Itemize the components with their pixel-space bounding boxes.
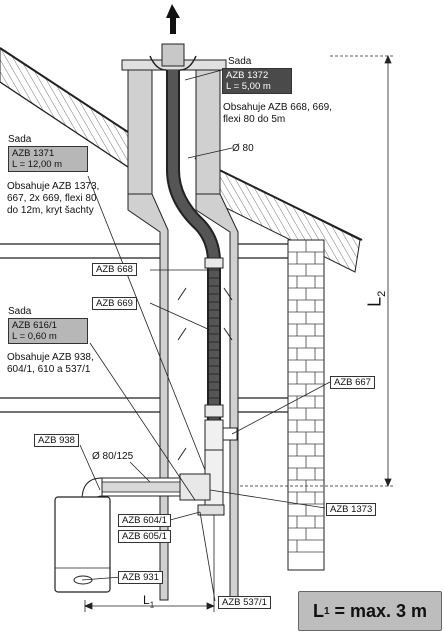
diameter-80-label: Ø 80 <box>232 143 254 154</box>
kit-top-contents: Obsahuje AZB 668, 669, flexi 80 do 5m <box>223 102 332 126</box>
label-azb-1373: AZB 1373 <box>326 503 377 516</box>
label-azb-669: AZB 669 <box>92 297 137 310</box>
kit-left-length: L = 12,00 m <box>12 159 63 170</box>
brick-wall <box>287 239 325 571</box>
max-length-value: = max. 3 m <box>329 600 428 621</box>
kit-left-contents: Obsahuje AZB 1373, 667, 2x 669, flexi 80… <box>7 181 99 217</box>
max-length-subscript: 1 <box>323 605 330 617</box>
kit-top-contents-line: Obsahuje AZB 668, 669, <box>223 102 332 113</box>
kit-mid-contents: Obsahuje AZB 938, 604/1, 610 a 537/1 <box>7 352 94 376</box>
l2-label: L2 <box>364 290 388 307</box>
kit-mid-box: AZB 616/1 L = 0,60 m <box>8 318 88 344</box>
l1-dimension <box>83 515 216 612</box>
kit-top-title: Sada <box>228 56 252 67</box>
kit-top-contents-line: flexi 80 do 5m <box>223 114 286 125</box>
chimney-cap <box>121 4 227 71</box>
airflow-arrows <box>177 287 233 461</box>
l2-dimension <box>240 54 395 488</box>
flexible-flue-pipe <box>166 70 221 470</box>
kit-left-title: Sada <box>8 134 32 145</box>
leader-lines <box>79 69 331 602</box>
max-length-symbol: L <box>312 600 324 621</box>
label-azb-667: AZB 667 <box>330 376 375 389</box>
label-azb-537-1: AZB 537/1 <box>218 596 271 609</box>
diameter-80-125-label: Ø 80/125 <box>92 451 134 462</box>
kit-top-length: L = 5,00 m <box>226 81 271 92</box>
kit-mid-contents-line: 604/1, 610 a 537/1 <box>7 364 91 375</box>
label-azb-931: AZB 931 <box>118 571 163 584</box>
kit-left-code: AZB 1371 <box>12 148 55 159</box>
label-azb-668: AZB 668 <box>92 263 137 276</box>
kit-left-contents-line: Obsahuje AZB 1373, <box>7 181 100 192</box>
l1-label: L1 <box>143 593 155 610</box>
label-azb-938: AZB 938 <box>34 434 79 447</box>
kit-mid-length: L = 0,60 m <box>12 331 57 342</box>
kit-mid-code: AZB 616/1 <box>12 320 57 331</box>
floor-slabs <box>0 243 288 413</box>
kit-left-box: AZB 1371 L = 12,00 m <box>8 146 88 172</box>
kit-mid-contents-line: Obsahuje AZB 938, <box>7 352 94 363</box>
kit-mid-title: Sada <box>8 306 32 317</box>
boiler <box>54 496 111 593</box>
kit-left-contents-line: 667, 2x 669, flexi 80 <box>7 193 97 204</box>
left-roof <box>0 47 141 176</box>
kit-top-box: AZB 1372 L = 5,00 m <box>222 68 292 94</box>
kit-top-code: AZB 1372 <box>226 70 269 81</box>
kit-left-contents-line: do 12m, kryt šachty <box>7 205 94 216</box>
label-azb-605-1: AZB 605/1 <box>118 530 171 543</box>
label-azb-604-1: AZB 604/1 <box>118 514 171 527</box>
